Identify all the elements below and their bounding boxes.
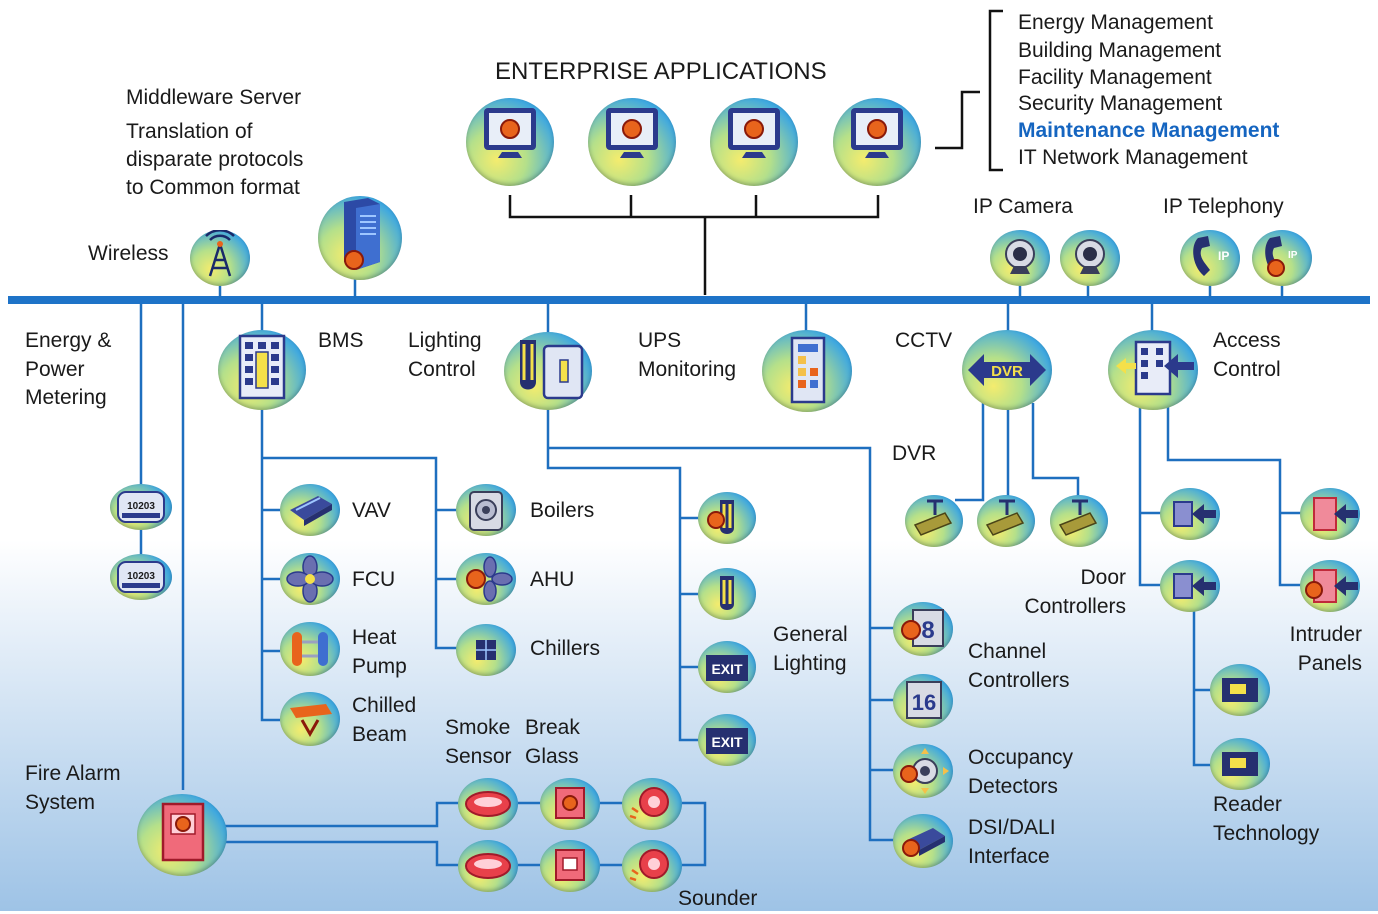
bms-label: BMS [318,329,364,352]
meter-reading: 10203 [127,571,155,582]
heat-pump-label: Heat Pump [352,626,407,678]
break-glass-icon [540,840,600,892]
exit-text: EXIT [711,734,743,750]
sounder-icon [622,778,682,830]
chilled-beam-icon [280,692,340,746]
ip-camera-icon [1060,230,1120,286]
sounder-label: Sounder [678,887,758,910]
intruder-panel-icon [1300,488,1360,540]
energy-metering-label: Energy & Power Metering [25,329,112,409]
middleware-label-2: Translation of [126,120,253,143]
heat-pump-icon [280,622,340,676]
occupancy-detector-icon [893,744,953,798]
lighting-control-label: Lighting Control [408,329,482,381]
fire-alarm-label: Fire Alarm System [25,762,121,814]
lamp-icon [698,492,756,544]
channel-controller-icon: 8 [893,602,953,656]
fcu-fan-icon [280,553,340,605]
exit-sign-icon: EXIT [698,714,756,766]
intruder-panel-icon [1300,560,1360,612]
meter-reading: 10203 [127,501,155,512]
ip-telephony-label: IP Telephony [1163,195,1284,218]
ip-badge: IP [1288,250,1298,261]
server-icon [318,196,402,280]
general-lighting-label: General Lighting [773,623,848,675]
middleware-label-3: disparate protocols [126,148,304,171]
ups-icon [762,330,852,412]
smoke-sensor-icon [458,840,518,892]
lighting-control-icon [504,332,592,410]
door-controllers-label: Door Controllers [1024,566,1126,618]
dvr-icon: DVR [962,330,1052,410]
boiler-icon [456,484,516,536]
ups-monitoring-label: UPS Monitoring [638,329,737,381]
sounder-icon [622,840,682,892]
dali-interface-icon [893,814,953,868]
access-control-icon [1108,330,1198,410]
ip-phone-icon: IP [1252,230,1312,286]
exit-sign-icon: EXIT [698,641,756,693]
building-icon [218,330,306,410]
mgmt-security: Security Management [1018,92,1223,115]
mgmt-building: Building Management [1018,39,1222,62]
fire-alarm-panel-icon [137,794,227,876]
enterprise-title: ENTERPRISE APPLICATIONS [495,58,827,85]
cctv-label: CCTV [895,329,953,352]
ip-camera-label: IP Camera [973,195,1073,218]
enterprise-monitor-icon [588,98,676,186]
enterprise-monitor-icon [710,98,798,186]
vav-label: VAV [352,499,391,522]
ahu-fan-icon [456,553,516,605]
middleware-label-4: to Common format [126,176,300,199]
middleware-label-1: Middleware Server [126,86,302,109]
cctv-camera-icon [1050,495,1108,547]
cctv-camera-icon [977,495,1035,547]
channel-controller-icon: 16 [893,674,953,728]
chiller-icon [456,624,516,676]
occupancy-detectors-label: Occupancy Detectors [968,746,1074,798]
mgmt-it-network: IT Network Management [1018,146,1248,169]
channel-digit: 8 [921,617,934,644]
vav-icon [280,484,340,536]
break-glass-icon [540,778,600,830]
wireless-antenna-icon [190,230,250,286]
dsi-dali-label: DSI/DALI Interface [968,816,1056,868]
card-reader-icon [1210,664,1270,716]
lamp-icon [698,568,756,620]
access-control-label: Access Control [1213,329,1281,381]
channel-digit-16: 16 [912,690,936,715]
reader-technology-label: Reader Technology [1213,793,1320,845]
dvr-label: DVR [892,442,937,465]
smoke-sensor-icon [458,778,518,830]
wireless-label: Wireless [88,242,169,265]
channel-controllers-label: Channel Controllers [968,640,1070,692]
break-glass-label: Break Glass [525,716,580,768]
intruder-panels-label: Intruder Panels [1289,623,1362,675]
ip-phone-icon: IP [1180,230,1240,286]
exit-text: EXIT [711,661,743,677]
mgmt-maintenance: Maintenance Management [1018,119,1280,142]
smoke-sensor-label: Smoke Sensor [445,716,512,768]
ip-badge: IP [1218,249,1229,263]
fcu-label: FCU [352,568,396,591]
chilled-beam-label: Chilled Beam [352,694,417,746]
card-reader-icon [1210,738,1270,790]
enterprise-monitor-icon [833,98,921,186]
ahu-label: AHU [530,568,575,591]
meter-icon: 10203 [110,484,172,530]
meter-icon: 10203 [110,554,172,600]
ip-camera-icon [990,230,1050,286]
boilers-label: Boilers [530,499,595,522]
cctv-camera-icon [905,495,963,547]
mgmt-energy: Energy Management [1018,11,1213,34]
mgmt-facility: Facility Management [1018,66,1212,89]
dvr-badge: DVR [991,363,1023,380]
network-bus [8,296,1370,304]
door-controller-icon [1160,560,1220,612]
door-controller-icon [1160,488,1220,540]
enterprise-monitor-icon [466,98,554,186]
chillers-label: Chillers [530,637,601,660]
